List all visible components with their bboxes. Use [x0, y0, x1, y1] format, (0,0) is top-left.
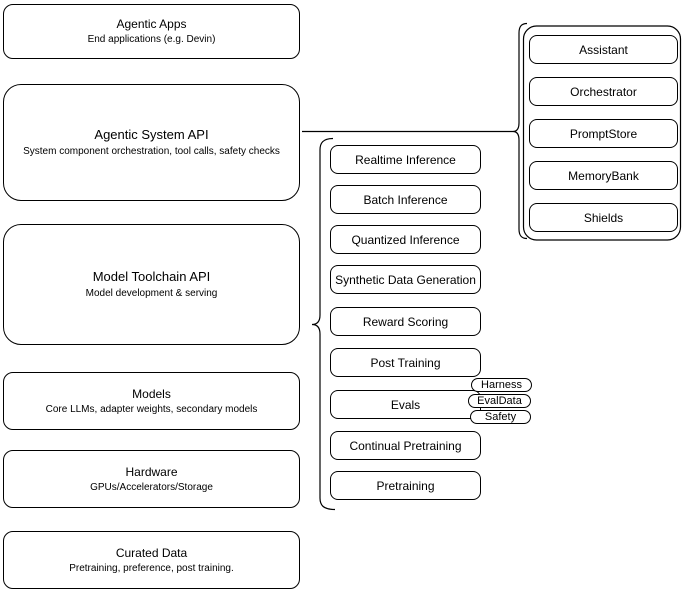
- node-label: Synthetic Data Generation: [335, 272, 476, 287]
- node-model-toolchain-api: Model Toolchain API Model development & …: [3, 224, 300, 345]
- node-subtitle: End applications (e.g. Devin): [87, 34, 216, 45]
- node-reward-scoring: Reward Scoring: [330, 307, 481, 336]
- node-title: Hardware: [125, 464, 178, 479]
- node-title: Agentic System API: [94, 127, 209, 142]
- node-agentic-apps: Agentic Apps End applications (e.g. Devi…: [3, 4, 300, 59]
- node-label: MemoryBank: [568, 168, 639, 183]
- node-label: Assistant: [579, 42, 628, 57]
- node-label: Orchestrator: [570, 84, 637, 99]
- node-label: Quantized Inference: [351, 232, 460, 247]
- node-label: Shields: [583, 210, 624, 225]
- node-title: Agentic Apps: [116, 17, 187, 31]
- node-label: PromptStore: [569, 126, 638, 141]
- node-realtime-inference: Realtime Inference: [330, 145, 481, 174]
- node-title: Curated Data: [115, 545, 188, 560]
- tag-label: EvalData: [477, 395, 522, 407]
- node-label: Continual Pretraining: [349, 438, 462, 453]
- node-subtitle: Pretraining, preference, post training.: [69, 562, 234, 574]
- node-subtitle: GPUs/Accelerators/Storage: [90, 481, 213, 493]
- node-evals: Evals: [330, 390, 481, 419]
- components-container: [522, 25, 682, 241]
- node-label: Reward Scoring: [362, 314, 449, 329]
- node-title: Model Toolchain API: [92, 269, 211, 284]
- node-shields: Shields: [529, 203, 678, 232]
- node-curated-data: Curated Data Pretraining, preference, po…: [3, 531, 300, 589]
- node-post-training: Post Training: [330, 348, 481, 377]
- node-label: Batch Inference: [363, 192, 448, 207]
- tag-harness: Harness: [471, 378, 532, 392]
- node-title: Models: [132, 386, 171, 401]
- tag-safety: Safety: [470, 410, 531, 424]
- tag-label: Harness: [481, 379, 522, 391]
- node-continual-pretraining: Continual Pretraining: [330, 431, 481, 460]
- node-memorybank: MemoryBank: [529, 161, 678, 190]
- tag-evaldata: EvalData: [468, 394, 531, 408]
- node-label: Realtime Inference: [355, 152, 456, 167]
- node-batch-inference: Batch Inference: [330, 185, 481, 214]
- node-models: Models Core LLMs, adapter weights, secon…: [3, 372, 300, 430]
- toolchain-brace: [311, 137, 336, 511]
- node-subtitle: System component orchestration, tool cal…: [23, 146, 280, 157]
- node-label: Pretraining: [376, 478, 435, 493]
- tag-label: Safety: [484, 411, 517, 423]
- node-subtitle: Core LLMs, adapter weights, secondary mo…: [45, 403, 258, 415]
- components-brace: [512, 22, 528, 240]
- node-quantized-inference: Quantized Inference: [330, 225, 481, 254]
- node-subtitle: Model development & serving: [85, 288, 218, 299]
- node-label: Evals: [390, 397, 421, 412]
- node-label: Post Training: [370, 355, 441, 370]
- node-hardware: Hardware GPUs/Accelerators/Storage: [3, 450, 300, 508]
- node-pretraining: Pretraining: [330, 471, 481, 500]
- node-synthetic-data-generation: Synthetic Data Generation: [330, 265, 481, 294]
- node-orchestrator: Orchestrator: [529, 77, 678, 106]
- node-agentic-system-api: Agentic System API System component orch…: [3, 84, 300, 201]
- node-assistant: Assistant: [529, 35, 678, 64]
- node-promptstore: PromptStore: [529, 119, 678, 148]
